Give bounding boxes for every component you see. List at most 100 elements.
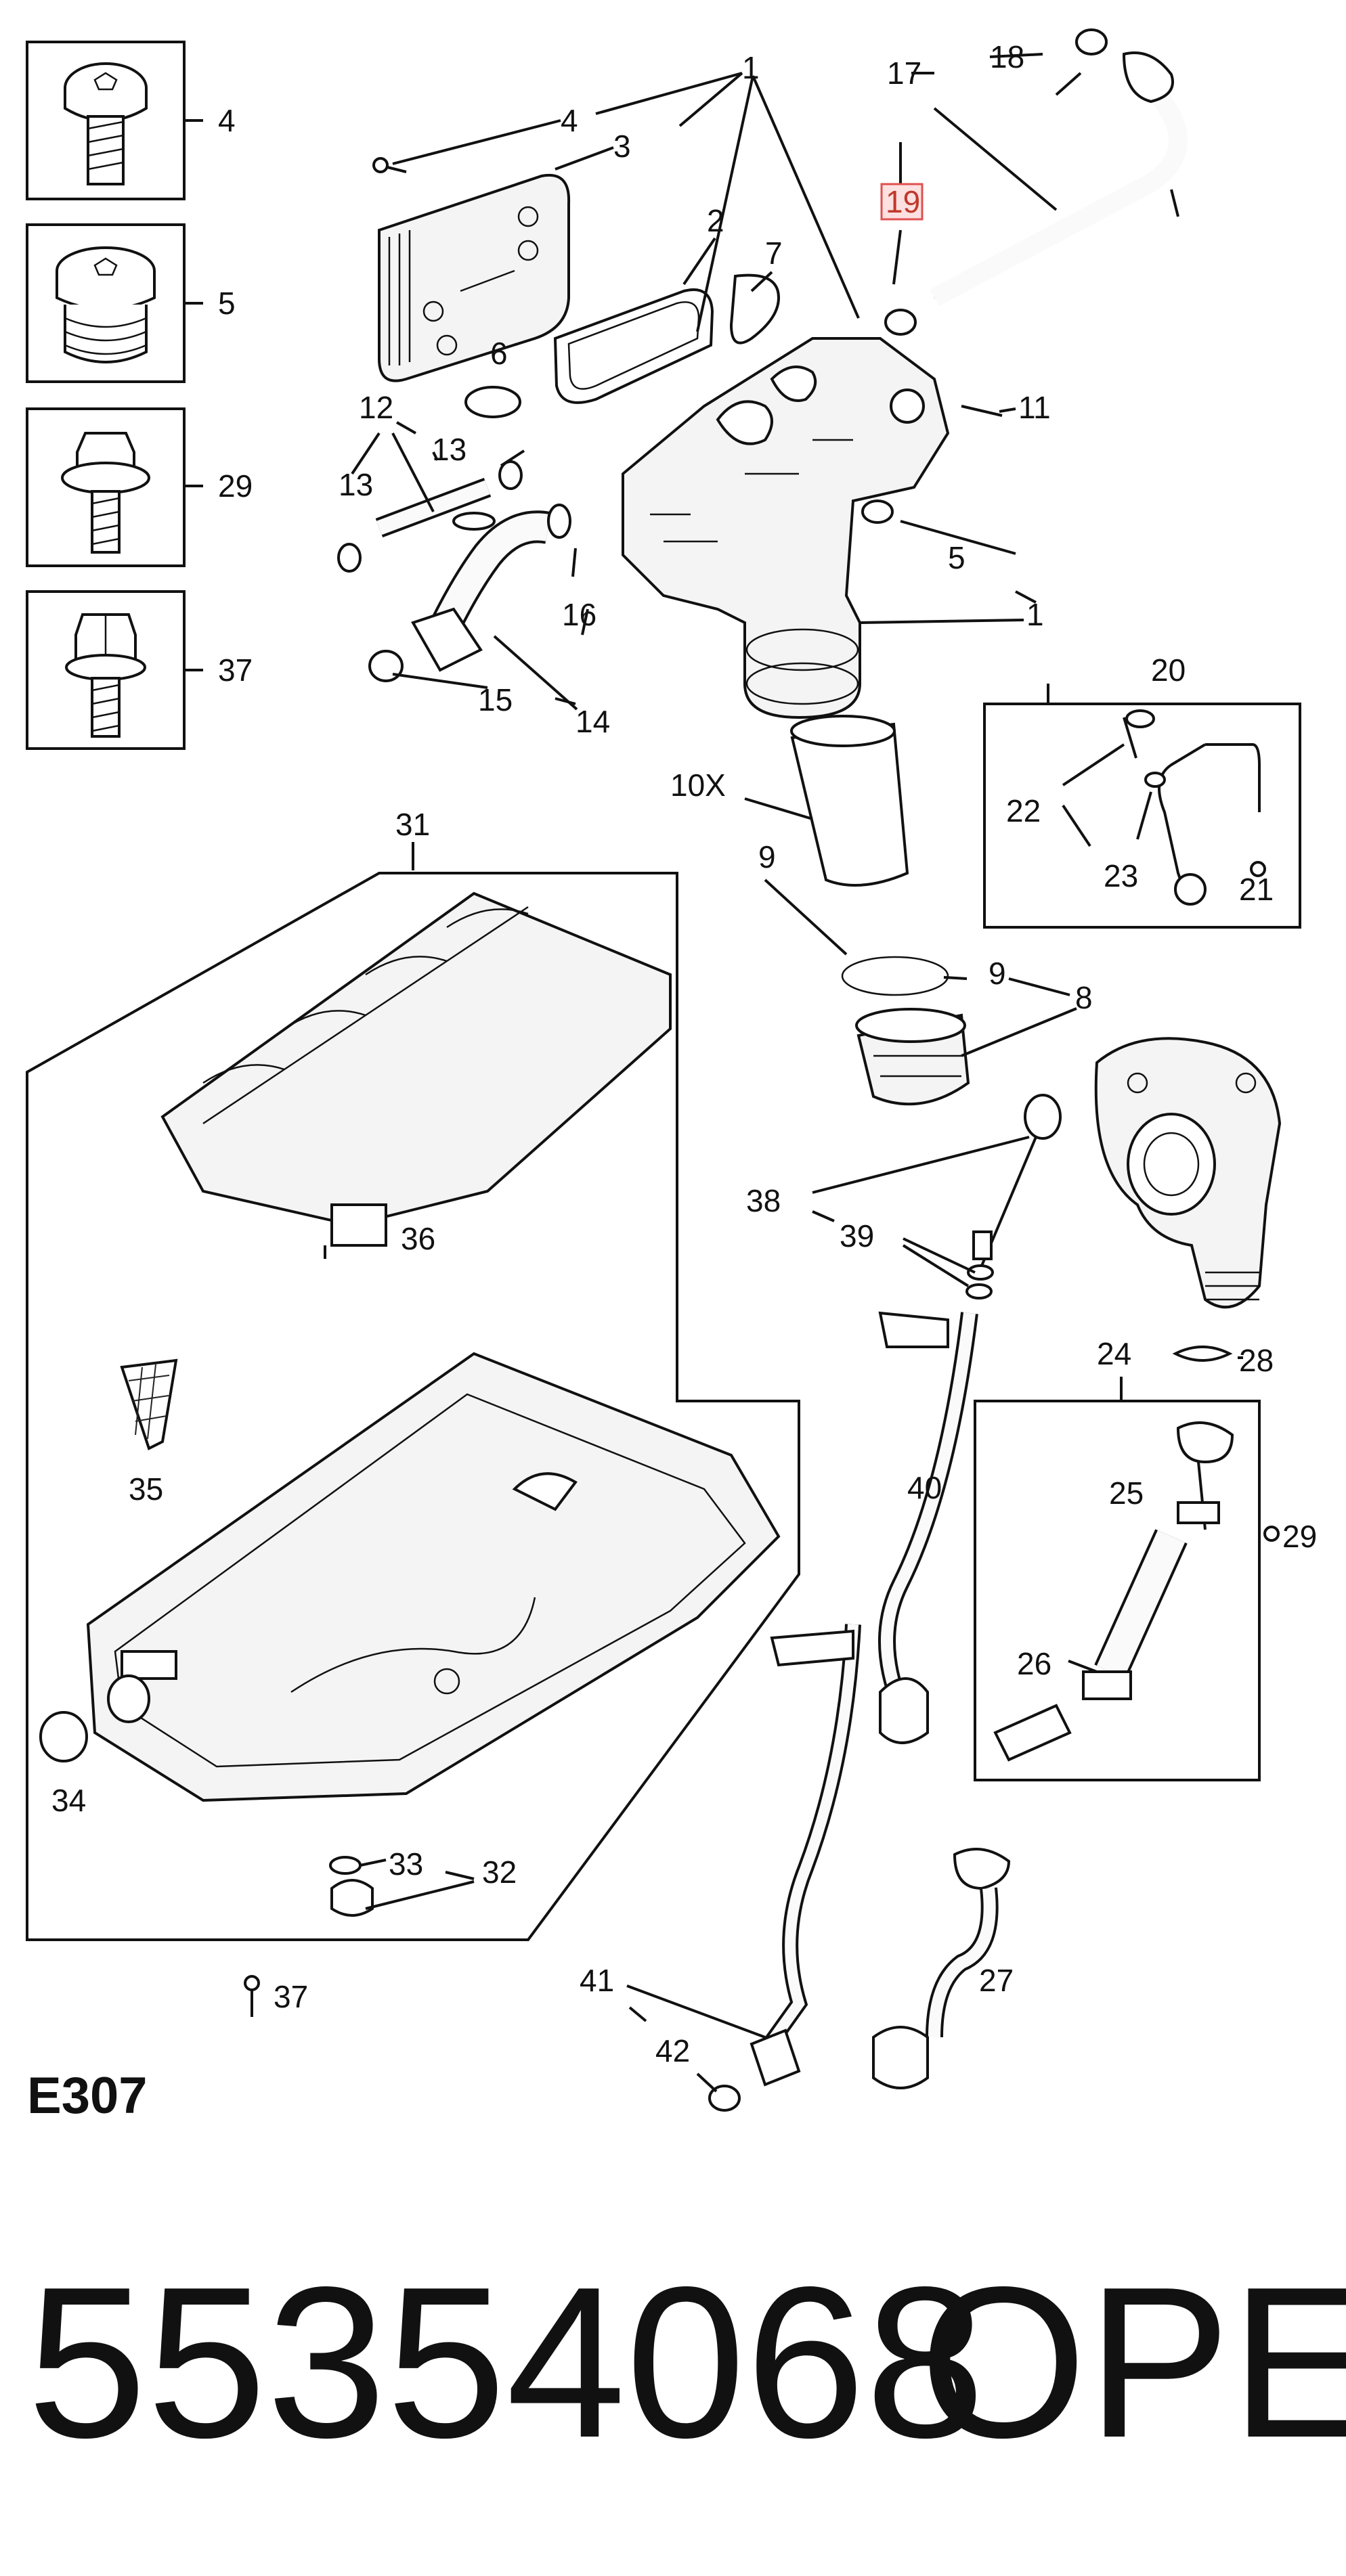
legend-box-29: 29 xyxy=(26,407,253,567)
callout-27: 27 xyxy=(979,1963,1014,1998)
callout-14: 14 xyxy=(576,704,610,739)
dipstick-tube-part xyxy=(878,1311,978,1744)
oil-strainer-part xyxy=(120,1358,178,1450)
callout-34: 34 xyxy=(51,1783,86,1818)
oil-filter-housing-part xyxy=(622,337,950,719)
filter-cap-part xyxy=(855,1008,970,1106)
callout-5: 5 xyxy=(948,540,965,575)
callout-17: 17 xyxy=(887,55,921,91)
callout-35: 35 xyxy=(129,1471,163,1507)
hex-bolt-icon xyxy=(65,613,146,738)
dipstick-seal-b-part xyxy=(965,1283,993,1300)
leader-lines xyxy=(351,53,1243,2093)
bolt-29-part xyxy=(1263,1526,1280,1542)
callout-19: 19 xyxy=(886,184,920,219)
gasket-28-part xyxy=(1172,1346,1233,1362)
seal-ring-7-part xyxy=(729,273,781,345)
callout-21: 21 xyxy=(1239,872,1274,907)
seal-ring-18-part xyxy=(1075,28,1108,55)
callout-11: 11 xyxy=(1018,390,1051,425)
callout-29: 29 xyxy=(1282,1519,1317,1554)
oil-feed-pipe-part xyxy=(930,51,1188,307)
callout-labels: 1 4 3 2 7 17 18 19 6 11 12 13 13 5 1 16 … xyxy=(51,39,1317,2068)
dipstick-part xyxy=(972,1094,1062,1266)
callout-37: 37 xyxy=(274,1979,308,2014)
callout-2: 2 xyxy=(707,203,724,238)
callout-31: 31 xyxy=(395,807,430,842)
oil-hose-14-part xyxy=(411,510,552,672)
callout-38: 38 xyxy=(746,1183,781,1218)
callout-13-lower: 13 xyxy=(339,467,373,502)
filter-cap-seal-part xyxy=(841,956,949,996)
callout-4: 4 xyxy=(561,103,578,138)
seal-ring-19-part xyxy=(884,309,917,336)
callout-9-lower: 9 xyxy=(989,956,1006,991)
seal-ring-13b-part xyxy=(498,460,523,490)
lower-oil-pan-part xyxy=(86,1352,781,1802)
cooler-screw-part xyxy=(372,157,407,173)
legend-label-29: 29 xyxy=(218,468,253,504)
vacuum-pump-part xyxy=(1094,1037,1282,1309)
callout-28: 28 xyxy=(1239,1343,1274,1378)
oil-pan-group-box xyxy=(26,872,800,1941)
bolt-37-part xyxy=(244,1975,260,2017)
callout-19-highlighted: 19 xyxy=(880,183,924,221)
callout-36: 36 xyxy=(401,1221,435,1256)
drain-plug-icon xyxy=(56,246,156,363)
callout-22: 22 xyxy=(1006,793,1041,828)
oil-tube-12-part xyxy=(375,477,496,538)
housing-bolt-part xyxy=(961,405,1003,417)
legend-label-4: 4 xyxy=(218,103,236,138)
legend-label-5: 5 xyxy=(218,286,236,321)
callout-20: 20 xyxy=(1151,652,1186,688)
callout-40: 40 xyxy=(907,1470,942,1505)
callout-9-upper: 9 xyxy=(758,839,776,874)
callout-25: 25 xyxy=(1109,1475,1144,1511)
callout-33: 33 xyxy=(389,1846,423,1882)
legend-box-5: 5 xyxy=(26,223,236,383)
seal-ring-13a-part xyxy=(337,543,362,573)
oil-return-tube-part xyxy=(750,1624,861,2087)
part-number: 55354068 xyxy=(27,2242,985,2483)
callout-12: 12 xyxy=(359,390,393,425)
drain-plug-part xyxy=(330,1879,374,1917)
cooler-gasket-part xyxy=(553,288,714,404)
legend-box-4: 4 xyxy=(26,41,236,200)
torx-screw-icon xyxy=(64,62,148,185)
flange-bolt-icon xyxy=(61,432,150,554)
callout-10x: 10X xyxy=(670,768,726,803)
oil-pan-seal-part xyxy=(39,1711,88,1762)
callout-13-upper: 13 xyxy=(432,432,466,467)
callout-6: 6 xyxy=(490,336,508,371)
legend-box-37: 37 xyxy=(26,590,253,750)
oil-cooler-part xyxy=(378,173,571,382)
legend-label-37: 37 xyxy=(218,652,253,688)
callout-8: 8 xyxy=(1075,980,1093,1015)
callout-42: 42 xyxy=(655,2033,690,2068)
upper-oil-pan-part xyxy=(160,891,672,1259)
seal-ring-16-part xyxy=(547,504,571,539)
return-tube-seal-part xyxy=(708,2085,741,2112)
drain-washer-part xyxy=(329,1856,362,1875)
turbo-oil-line-group-box xyxy=(974,1400,1261,1781)
callout-18: 18 xyxy=(990,39,1024,74)
housing-plug-part xyxy=(861,499,894,524)
oil-filter-element-part xyxy=(790,715,909,887)
brand-name: OPEL xyxy=(919,2242,1346,2483)
callout-32: 32 xyxy=(482,1855,517,1890)
turbo-oil-feed-part xyxy=(872,1848,1011,2089)
diagram-code: E307 xyxy=(27,2067,148,2125)
callout-23: 23 xyxy=(1104,858,1138,893)
callout-1-right: 1 xyxy=(1026,597,1044,632)
callout-16: 16 xyxy=(562,597,596,632)
oil-filter-housing-assembly xyxy=(337,28,1188,1106)
callout-15: 15 xyxy=(478,682,513,717)
callout-3: 3 xyxy=(613,129,631,164)
seal-ring-15-part xyxy=(368,650,404,682)
callout-41: 41 xyxy=(580,1963,614,1998)
callout-39: 39 xyxy=(840,1218,874,1253)
callout-26: 26 xyxy=(1017,1646,1051,1681)
seal-ring-6-part xyxy=(464,386,521,418)
callout-24: 24 xyxy=(1097,1336,1131,1371)
